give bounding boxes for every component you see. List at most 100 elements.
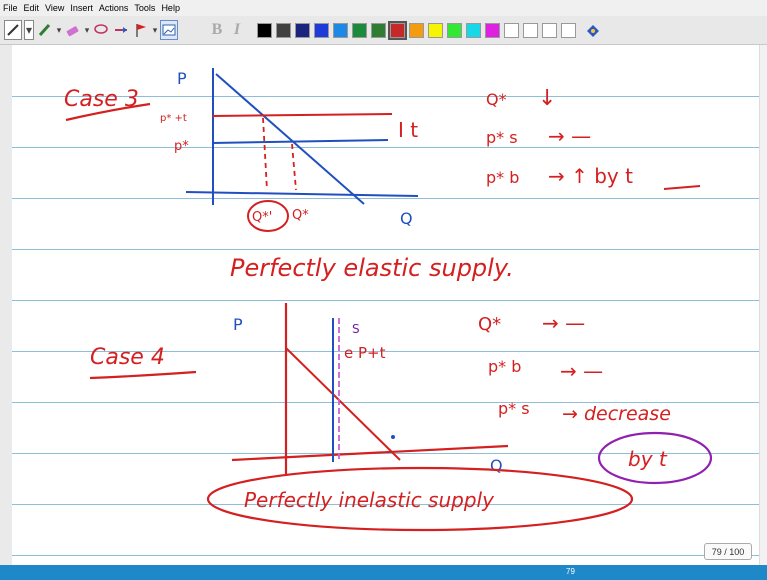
case3-caption: Perfectly elastic supply. [230, 254, 514, 282]
case4-dot [391, 435, 395, 439]
color-swatch[interactable] [561, 22, 576, 38]
color-swatch[interactable] [388, 20, 407, 40]
ruled-line [12, 351, 759, 352]
case4-s-label: S [352, 322, 360, 336]
color-swatch[interactable] [504, 22, 519, 38]
case3-p-axis: P [177, 69, 187, 88]
eraser-icon[interactable] [64, 20, 82, 40]
menu-edit[interactable]: Edit [23, 3, 40, 13]
ruled-line [12, 300, 759, 301]
menu-view[interactable]: View [45, 3, 65, 13]
case3-demand-line [215, 73, 365, 205]
color-swatch[interactable] [447, 22, 462, 38]
ruled-line [12, 555, 759, 556]
case4-effect-2-var: p* b [488, 357, 521, 376]
case3-effect-1-val: ↓ [538, 86, 556, 111]
highlighter-icon[interactable] [36, 20, 54, 40]
highlighter-dropdown-icon[interactable]: ▾ [56, 24, 62, 35]
ruled-line [12, 147, 759, 148]
case4-effect-3-val: → decrease [562, 403, 671, 425]
case3-dashed-q-prime [262, 117, 268, 191]
note-canvas[interactable] [12, 45, 767, 565]
color-swatch[interactable] [314, 22, 329, 38]
ruled-line [12, 453, 759, 454]
case3-effect-1-var: Q* [486, 90, 507, 109]
color-swatch[interactable] [295, 22, 310, 38]
case4-by-t-circle [597, 431, 713, 485]
color-swatch[interactable] [352, 22, 367, 38]
case3-underline [65, 102, 151, 122]
case3-x-axis [185, 191, 419, 197]
case3-q-axis: Q [400, 209, 413, 228]
case3-effect-2-val: → — [548, 124, 591, 148]
ruled-line [12, 198, 759, 199]
toolbar: ▾ ▾ ▾ ▾ B I [0, 16, 767, 45]
case4-caption: Perfectly inelastic supply [244, 488, 495, 512]
case4-effect-3-var: p* s [498, 399, 530, 418]
color-swatch[interactable] [371, 22, 386, 38]
color-swatch[interactable] [333, 22, 348, 38]
case4-caption-oval [206, 466, 634, 532]
case3-effect-3-var: p* b [486, 168, 519, 187]
case4-p-axis: P [233, 315, 243, 334]
color-palette [255, 20, 578, 40]
color-swatch[interactable] [276, 22, 291, 38]
menu-actions[interactable]: Actions [98, 3, 129, 13]
flag-dropdown-icon[interactable]: ▾ [152, 24, 158, 35]
flag-icon[interactable] [132, 20, 150, 40]
case3-supply-line [211, 139, 389, 144]
case3-dashed-q-star [291, 143, 297, 191]
palette-icon[interactable] [584, 20, 602, 40]
case4-by-t: by t [628, 447, 668, 471]
menu-insert[interactable]: Insert [70, 3, 93, 13]
ruled-line [12, 504, 759, 505]
page-indicator: 79 / 100 [704, 543, 752, 560]
case4-effect-2-val: → — [560, 359, 603, 383]
ruled-line [12, 249, 759, 250]
case3-by-t-underline [663, 185, 701, 190]
case3-p-star-plus-t: p* +t [160, 113, 187, 124]
case3-q-prime-circle [247, 200, 289, 232]
color-swatch[interactable] [409, 22, 424, 38]
case4-effect-1-var: Q* [478, 314, 501, 335]
case4-ept-label: e P+t [344, 344, 386, 362]
color-swatch[interactable] [466, 22, 481, 38]
case3-p-star: p* [174, 139, 189, 154]
ruled-line [12, 96, 759, 97]
case3-tax-label: I t [398, 118, 418, 142]
page-strip[interactable]: 79 [0, 565, 767, 580]
case3-q-star: Q* [292, 208, 309, 223]
case4-title: Case 4 [90, 345, 165, 370]
case4-x-axis [231, 444, 509, 462]
menu-bar: File Edit View Insert Actions Tools Help [0, 0, 767, 16]
image-icon[interactable] [160, 20, 178, 40]
eraser-dropdown-icon[interactable]: ▾ [84, 24, 90, 35]
color-swatch[interactable] [428, 22, 443, 38]
menu-help[interactable]: Help [161, 3, 180, 13]
color-swatch[interactable] [542, 22, 557, 38]
case3-effect-3-val: → ↑ by t [548, 164, 633, 188]
color-swatch[interactable] [523, 22, 538, 38]
pen-icon[interactable] [4, 20, 22, 40]
insert-space-icon[interactable] [112, 20, 130, 40]
color-swatch[interactable] [485, 22, 500, 38]
lasso-icon[interactable] [92, 20, 110, 40]
page-number: 79 [566, 567, 575, 576]
color-swatch[interactable] [257, 22, 272, 38]
case4-underline [89, 370, 197, 380]
case3-supply-plus-tax-line [211, 113, 393, 117]
case4-effect-1-val: → — [542, 311, 585, 335]
left-gutter [0, 45, 12, 565]
bold-button[interactable]: B [211, 21, 223, 38]
italic-button[interactable]: I [233, 21, 241, 38]
case3-effect-2-var: p* s [486, 128, 518, 147]
case4-demand-line [285, 347, 401, 461]
pen-dropdown-icon[interactable]: ▾ [24, 20, 34, 40]
ruled-line [12, 402, 759, 403]
menu-tools[interactable]: Tools [134, 3, 156, 13]
case4-q-axis: Q [490, 456, 503, 475]
vertical-scrollbar[interactable] [759, 45, 767, 565]
case3-q-star-prime: Q*' [252, 210, 272, 225]
menu-file[interactable]: File [3, 3, 18, 13]
